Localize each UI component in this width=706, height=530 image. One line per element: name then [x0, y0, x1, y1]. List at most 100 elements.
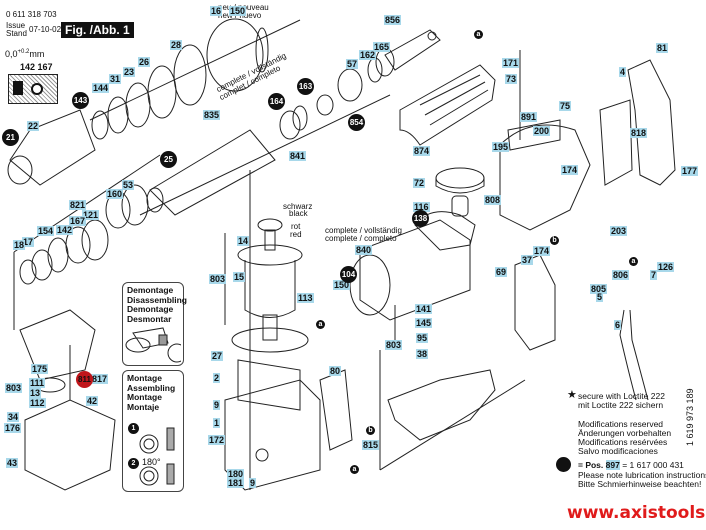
part-label-818: 818: [630, 128, 648, 138]
part-label-1: 1: [213, 418, 221, 428]
part-label-38: 38: [416, 349, 429, 359]
part-label-22: 22: [27, 121, 40, 131]
seal-detail-drawing: [8, 74, 58, 104]
part-label-174-top: 174: [561, 165, 579, 175]
part-label-835: 835: [203, 110, 221, 120]
stator-drawing: [224, 327, 321, 491]
part-label-177: 177: [681, 166, 699, 176]
rings-drawing: [91, 18, 269, 140]
part-label-803-motor: 803: [209, 274, 227, 284]
modifications-fr: Modifications resérvées: [578, 437, 668, 447]
part-label-14: 14: [237, 236, 250, 246]
lubrication-dot-icon: [556, 457, 571, 472]
part-label-17: 17: [22, 237, 35, 247]
part-label-43: 43: [6, 458, 19, 468]
step-1-badge: 1: [128, 423, 139, 434]
part-number: 0 611 318 703: [6, 10, 57, 19]
callout-104: 104: [340, 266, 357, 283]
part-label-150-b: 150: [333, 280, 351, 290]
side-cover-drawing: [514, 254, 556, 351]
oring-icon: [31, 83, 43, 95]
part-label-806: 806: [612, 270, 630, 280]
tolerance-superscript: +0.2: [17, 49, 30, 55]
part-label-821: 821: [69, 200, 87, 210]
issue-date: 07-10-02: [29, 25, 62, 34]
modifications-es: Salvo modificaciones: [578, 446, 658, 456]
callout-811: 811: [76, 371, 93, 388]
part-label-805: 805: [590, 284, 608, 294]
cable-drawing: [619, 309, 649, 401]
switch-drawing: [319, 369, 353, 451]
tolerance-value: 0,0: [5, 49, 18, 59]
part-label-150: 150: [229, 6, 247, 16]
issue-label: Issue: [6, 21, 26, 30]
star-icon: ★: [567, 389, 577, 401]
assembling-box: Montage Assembling Montage Montaje 1 2 1…: [122, 370, 184, 492]
part-label-817: 817: [91, 374, 109, 384]
figure-title: Fig. /Abb. 1: [61, 22, 134, 38]
tolerance-parts: 142 167: [20, 62, 53, 72]
part-label-16: 16: [210, 6, 223, 16]
armature-drawing: [237, 218, 303, 341]
disassembly-illustration-icon: [125, 327, 181, 363]
complete-note-840-2: complete / completo: [325, 234, 397, 243]
part-label-180: 180: [227, 469, 245, 479]
pos-value: = 1 617 000 431: [622, 460, 684, 470]
handle-drawing: [499, 59, 676, 231]
callout-163: 163: [297, 78, 314, 95]
disassembly-line-fr: Demontage: [127, 304, 174, 314]
part-label-803-gear: 803: [385, 340, 403, 350]
frame-line: [89, 19, 301, 121]
part-label-162: 162: [359, 50, 377, 60]
part-label-874: 874: [413, 146, 431, 156]
callout-21: 21: [2, 129, 19, 146]
part-label-95: 95: [416, 333, 429, 343]
part-label-80: 80: [329, 366, 342, 376]
tolerance-detail: 0,0+0.2mm: [5, 49, 44, 59]
modifications-de: Änderungen vorbehalten: [578, 428, 672, 438]
watermark-link[interactable]: www.axistools.ru: [567, 503, 706, 523]
part-label-42: 42: [86, 396, 99, 406]
part-label-34: 34: [7, 412, 20, 422]
disassembling-box: Demontage Disassembling Demontage Desmon…: [122, 282, 187, 366]
wire-red-1: rot: [291, 222, 301, 231]
pos-note: = Pos. 897 = 1 617 000 431: [578, 460, 684, 470]
part-label-53: 53: [122, 180, 135, 190]
part-label-144: 144: [92, 83, 110, 93]
part-label-69: 69: [495, 267, 508, 277]
part-label-13: 13: [29, 388, 42, 398]
part-label-142: 142: [56, 225, 74, 235]
part-label-37: 37: [521, 255, 534, 265]
stand-label: Stand: [6, 29, 27, 38]
pos-number: 897: [605, 460, 620, 470]
part-label-160: 160: [106, 189, 124, 199]
part-label-165: 165: [373, 42, 391, 52]
part-label-200: 200: [533, 126, 551, 136]
connector-mark-a: a: [316, 320, 325, 329]
part-label-4: 4: [619, 67, 627, 77]
part-label-28: 28: [170, 40, 183, 50]
part-label-815: 815: [362, 440, 380, 450]
part-label-7: 7: [650, 270, 658, 280]
callout-143: 143: [72, 92, 89, 109]
part-label-167: 167: [69, 216, 87, 226]
seal-icon: [13, 81, 23, 95]
disassembly-line-es: Desmontar: [127, 313, 172, 324]
lubrication-note-de: Bitte Schmierhinweise beachten!: [578, 479, 702, 489]
part-label-9-lower: 9: [249, 478, 257, 488]
rotation-angle: 180°: [142, 457, 161, 467]
part-label-891: 891: [520, 112, 538, 122]
part-label-174-side: 174: [533, 246, 551, 256]
modifications-en: Modifications reserved: [578, 419, 664, 429]
frame-line: [139, 94, 391, 216]
connector-mark-a: a: [350, 465, 359, 474]
part-label-141: 141: [415, 304, 433, 314]
loctite-note-de: mit Loctite 222 sichern: [578, 400, 664, 410]
part-label-195: 195: [492, 142, 510, 152]
part-label-856: 856: [384, 15, 402, 25]
loctite-note-en: secure with Loctite 222: [578, 391, 665, 401]
part-label-172: 172: [208, 435, 226, 445]
part-label-27: 27: [211, 351, 224, 361]
part-label-181: 181: [227, 478, 245, 488]
